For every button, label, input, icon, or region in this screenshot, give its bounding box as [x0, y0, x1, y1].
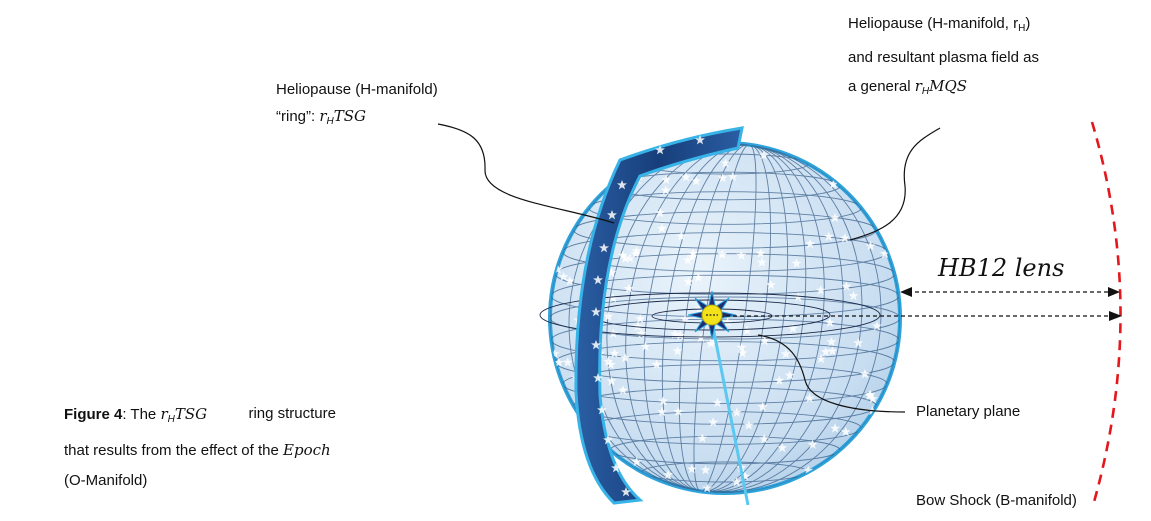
sun-beam — [710, 321, 750, 506]
heliopause-ring — [574, 126, 744, 505]
plane-arrow — [726, 311, 1122, 321]
heliopause-ring-label: Heliopause (H-manifold) “ring”: rHTSG — [276, 81, 438, 127]
lens-arrow — [900, 287, 1120, 297]
planetary-plane-label: Planetary plane — [916, 403, 1021, 420]
bow-shock-curve — [1090, 121, 1122, 503]
field-callout-line — [849, 127, 941, 241]
ring-callout-line — [437, 123, 615, 224]
heliopause-field-label: Heliopause (H-manifold, rH) and resultan… — [848, 15, 1039, 97]
figure-caption: Figure 4: The rHTSG ring structure that … — [64, 405, 336, 489]
hb12-lens-label: HB12 lens — [938, 254, 1065, 282]
bow-shock-label: Bow Shock (B-manifold) — [916, 492, 1077, 509]
star-sun-icon — [687, 290, 737, 340]
plane-callout-line — [757, 334, 906, 413]
